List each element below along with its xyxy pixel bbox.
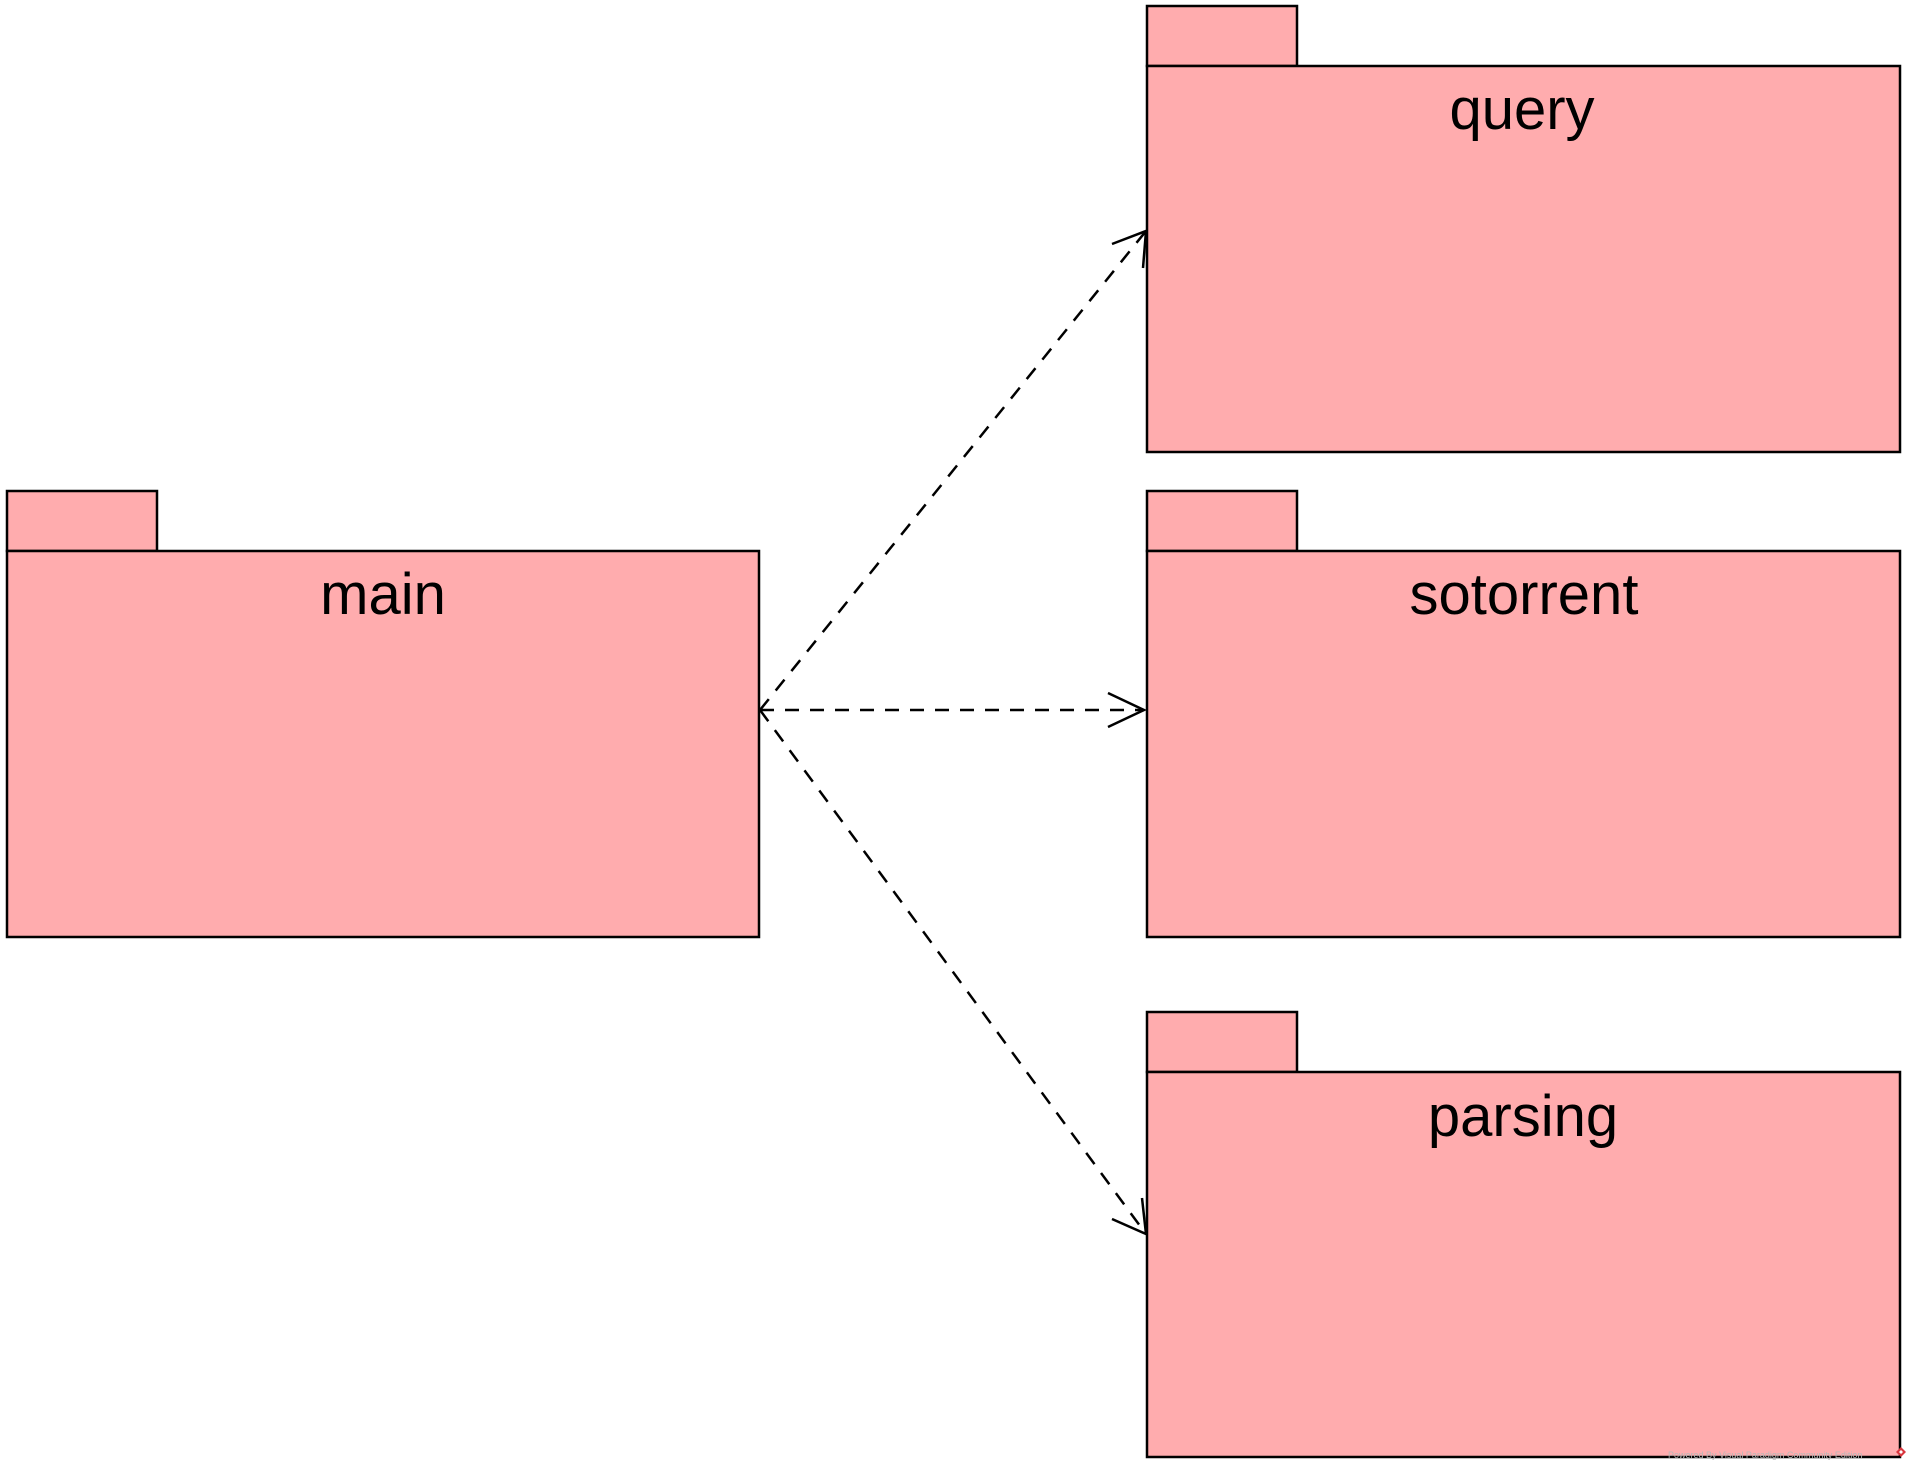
package-tab [5,489,159,553]
package-label: parsing [1428,1084,1618,1149]
package-label: main [320,562,446,627]
package-tab [1145,489,1299,553]
package-tab [1145,4,1299,68]
dependency-main-query[interactable] [759,229,1148,711]
package-label: sotorrent [1410,562,1639,627]
package-body [1145,64,1902,454]
open-arrow-head [1111,1197,1148,1237]
package-tab [1145,1010,1299,1074]
package-sotorrent[interactable]: sotorrent [1145,489,1902,939]
package-query[interactable]: query [1145,4,1902,454]
dependency-line [759,230,1147,711]
package-label: query [1449,77,1594,142]
package-main[interactable]: main [5,489,761,939]
visual-paradigm-logo-icon [1896,1447,1906,1457]
watermark: Powered By Visual Paradigm Community Edi… [1668,1447,1906,1460]
open-arrow-head [1107,691,1147,729]
package-body [1145,1070,1902,1459]
package-body [5,549,761,939]
package-body [1145,549,1902,939]
package-parsing[interactable]: parsing [1145,1010,1902,1459]
watermark-text: Powered By Visual Paradigm Community Edi… [1668,1450,1862,1460]
dependency-main-parsing[interactable] [758,709,1148,1237]
dependency-main-sotorrent[interactable] [760,691,1147,729]
dependency-line [758,709,1148,1235]
